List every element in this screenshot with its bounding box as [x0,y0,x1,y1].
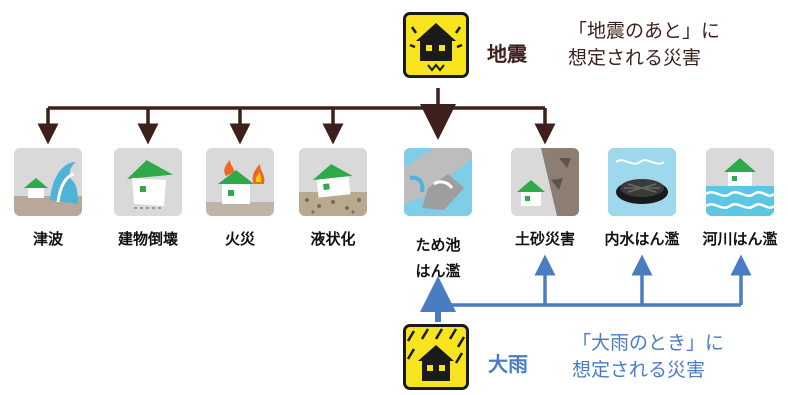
building-collapse-icon [114,148,182,216]
earthquake-caption: 「地震のあと」に 想定される災害 [568,18,720,72]
hazard-label-inland-flood: 内水はん濫 [604,230,680,248]
earthquake-trigger-label: 地震 [487,42,527,66]
earthquake-caption-line1: 「地震のあと」に [568,20,721,42]
hazard-label-tsunami: 津波 [32,230,63,248]
landslide-icon [511,148,579,216]
heavy-rain-caption-line1: 「大雨のとき」に [572,332,725,354]
hazard-label-building-collapse: 建物倒壊 [117,230,178,248]
liquefaction-icon [299,148,367,216]
fire-icon [206,148,274,216]
reservoir-flood-icon [404,148,472,216]
heavy-rain-trigger-label: 大雨 [488,352,528,376]
inland-flood-icon [608,148,676,216]
earthquake-caption-line2: 想定される災害 [568,47,702,69]
shaking-house-icon [403,12,469,78]
heavy-rain-caption-line2: 想定される災害 [572,359,706,381]
heavy-rain-arrows [420,254,752,322]
earthquake-arrows [37,88,556,145]
house-in-rain-icon [403,324,469,390]
hazard-label-river-flood: 河川はん濫 [702,230,778,248]
hazard-label-fire: 火災 [224,230,255,248]
tsunami-icon [14,148,82,216]
river-flood-icon [706,148,774,216]
heavy-rain-caption: 「大雨のとき」に 想定される災害 [572,330,724,384]
hazard-label-landslide: 土砂災害 [514,230,575,248]
hazard-label-reservoir-flood: ため池 はん濫 [415,236,461,280]
hazard-label-liquefaction: 液状化 [310,230,356,248]
